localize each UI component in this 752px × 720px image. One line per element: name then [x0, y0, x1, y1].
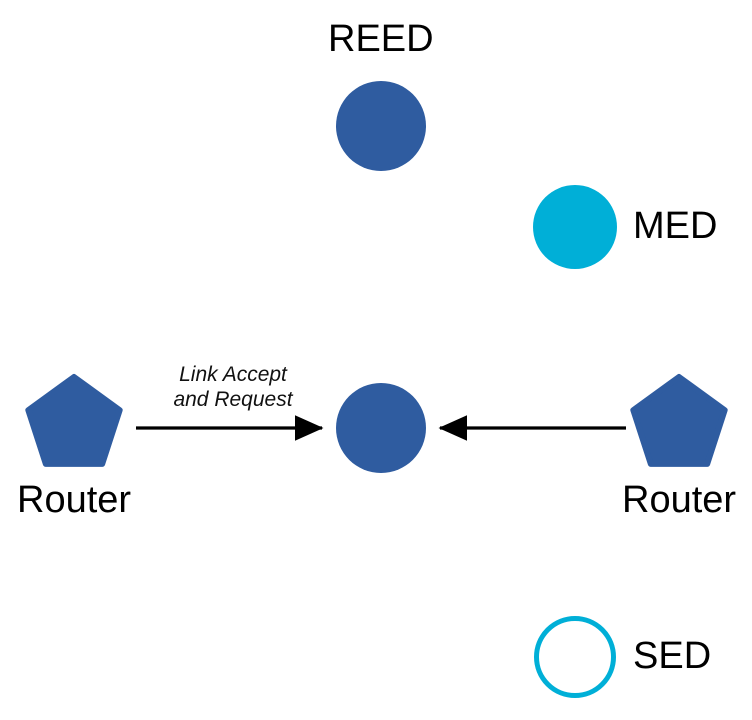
node-group: [25, 81, 728, 698]
node-label-router-right: Router: [622, 479, 737, 521]
node-router-right-pentagon[interactable]: [630, 374, 728, 467]
node-label-med: MED: [633, 205, 718, 247]
node-reed-circle[interactable]: [336, 81, 426, 171]
edge-label-link-accept-and-request: Link Accept and Request: [173, 363, 293, 411]
node-med-circle[interactable]: [533, 185, 617, 269]
node-sed-circle-outline[interactable]: [534, 616, 616, 698]
node-label-sed: SED: [633, 635, 712, 677]
node-router-left-pentagon[interactable]: [25, 374, 123, 467]
node-label-router-left: Router: [17, 479, 132, 521]
node-label-reed: REED: [328, 18, 434, 60]
node-leader-circle[interactable]: [336, 383, 426, 473]
